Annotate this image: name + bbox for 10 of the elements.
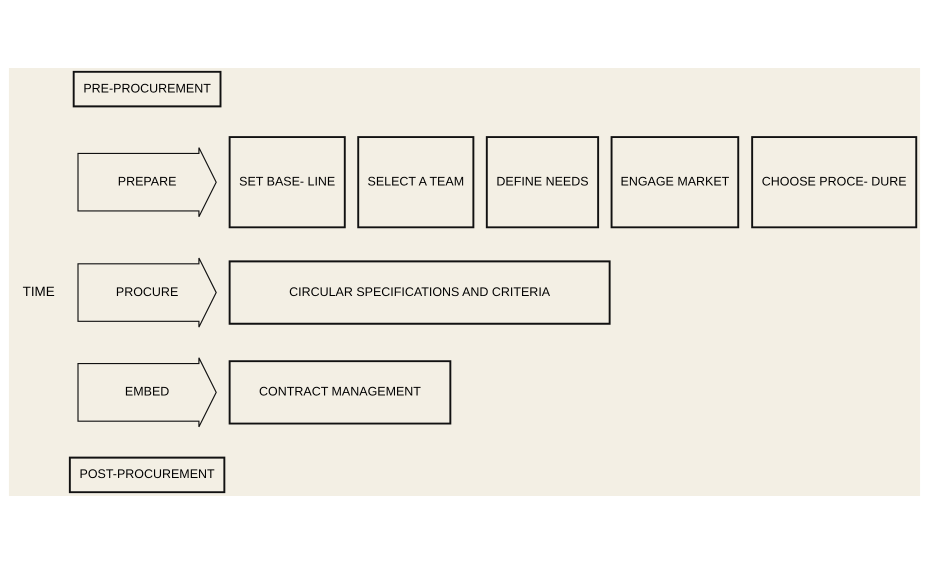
node-box: CHOOSE PROCE- DURE [751,136,918,228]
node-box: CIRCULAR SPECIFICATIONS AND CRITERIA [228,260,611,324]
node-box: POST-PROCUREMENT [68,456,226,493]
node-box: DEFINE NEEDS [486,136,600,228]
node-box: SELECT A TEAM [357,136,474,228]
node-box: ENGAGE MARKET [610,136,740,228]
node-box: PRE-PROCUREMENT [72,70,222,107]
label: TIME [22,284,55,299]
node-box: CONTRACT MANAGEMENT [228,360,452,424]
node-box: SET BASE- LINE [228,136,346,228]
